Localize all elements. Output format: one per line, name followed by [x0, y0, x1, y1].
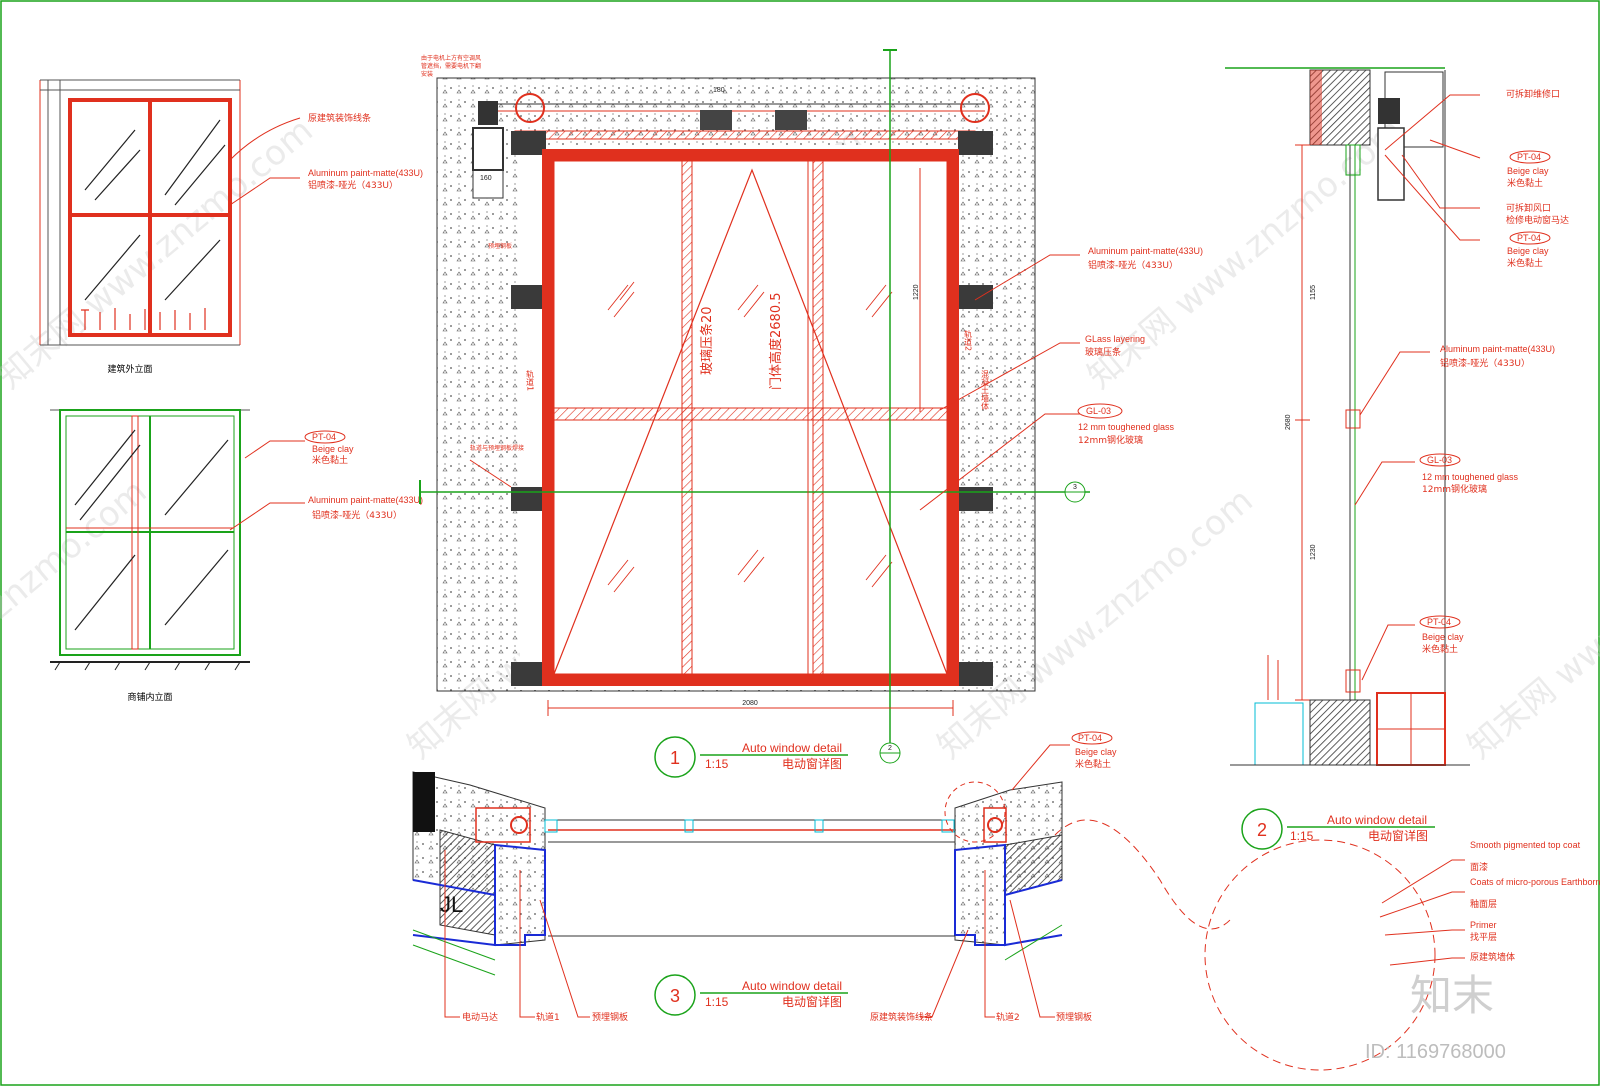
callout-text: Aluminum paint-matte(433U)	[308, 495, 423, 505]
section-mark: 2	[888, 745, 892, 752]
callout-text: 原建筑装饰线条	[308, 112, 371, 124]
rail-label: 轨道2	[964, 329, 973, 351]
callout-text-cn: 米色黏土	[1075, 758, 1111, 770]
detail-title-cn: 电动窗详图	[782, 756, 842, 771]
callout-tag: PT-04	[1517, 233, 1541, 243]
rail-embed-label: 轨道与预埋钢板焊接	[470, 444, 524, 452]
dimension: 1230	[1310, 544, 1317, 560]
callout-text: 可拆卸风口	[1506, 202, 1551, 214]
watermark: 知末网 www.znzmo.com	[1460, 480, 1600, 766]
callout-tag: PT-04	[1517, 152, 1541, 162]
plan-label: 预埋钢板	[592, 1011, 628, 1023]
callout-text-cn: 米色黏土	[312, 454, 348, 466]
callout-text: 12 mm toughened glass	[1078, 422, 1175, 432]
brand-watermark: 知末	[1410, 971, 1494, 1020]
callout-text: Beige clay	[1075, 747, 1117, 757]
layer-label: 原建筑墙体	[1470, 951, 1515, 963]
callout-text: Aluminum paint-matte(433U)	[1088, 246, 1203, 256]
callout-text-cn: 铝喷漆-哑光（433U）	[308, 179, 398, 191]
layer-label-cn: 釉面层	[1470, 898, 1497, 910]
plan-label: 预埋钢板	[1056, 1011, 1092, 1023]
callout-text-cn: 12mm钢化玻璃	[1422, 483, 1487, 495]
wall-label: 混凝土墙体	[981, 370, 990, 411]
note-line: 由于电机上方有空调风	[421, 54, 481, 62]
callout-text-cn: 米色黏土	[1507, 177, 1543, 189]
callout-text-cn: 玻璃压条	[1085, 346, 1121, 358]
dimension: 1155	[1310, 285, 1317, 300]
detail-title-en: Auto window detail	[742, 979, 842, 993]
watermark: znzmo.com	[0, 472, 154, 627]
callout-text: 12 mm toughened glass	[1422, 472, 1519, 482]
note-line: 安装	[421, 70, 433, 78]
callout-text-cn: 铝喷漆-哑光（433U）	[312, 509, 402, 521]
plan-label: 电动马达	[462, 1011, 498, 1023]
elevation-interior-caption: 商铺内立面	[127, 691, 172, 703]
layer-label-cn: 找平层	[1470, 931, 1497, 943]
detail-title-en: Auto window detail	[742, 741, 842, 755]
dimension: 2680	[1285, 414, 1292, 430]
detail-number: 1	[670, 748, 680, 768]
detail-scale: 1:15	[1290, 829, 1314, 843]
image-id: ID: 1169768000	[1365, 1041, 1506, 1063]
callout-text-cn: 米色黏土	[1422, 643, 1458, 655]
detail-1-elevation: 由于电机上方有空调风 管遮挡，需要电机下翻 安装 180 160	[419, 49, 1203, 778]
detail-title-cn: 电动窗详图	[782, 994, 842, 1009]
detail-3-plan: JL PT-04 Beige clay 米色黏土 电动	[412, 731, 1117, 1023]
elevation-interior: 商铺内立面 PT-04 Beige clay 米色黏土 Aluminum pai…	[50, 409, 423, 703]
callout-tag: GL-03	[1427, 455, 1452, 465]
callout-tag: PT-04	[1427, 617, 1451, 627]
callout-text: Beige clay	[1422, 632, 1464, 642]
detail-title-cn: 电动窗详图	[1368, 828, 1428, 843]
dimension: 2080	[742, 700, 758, 707]
layer-label-cn: 面漆	[1470, 861, 1488, 873]
zoom-layer-callouts: Smooth pigmented top coat 面漆 Coats of mi…	[1379, 840, 1600, 966]
vertical-label: 玻璃压条20	[699, 306, 715, 375]
callout-text: Beige clay	[1507, 166, 1549, 176]
fixture-mark: JL	[440, 892, 463, 917]
vertical-label: 门体高度2680.5	[768, 293, 784, 391]
callout-text: 可拆卸维修口	[1506, 88, 1560, 100]
plan-label: 轨道1	[536, 1011, 560, 1023]
elevation-exterior-caption: 建筑外立面	[107, 363, 152, 375]
callout-text-cn: 铝喷漆-哑光（433U）	[1088, 259, 1178, 271]
callout-text: Beige clay	[1507, 246, 1549, 256]
detail-title-en: Auto window detail	[1327, 813, 1427, 827]
callout-tag: GL-03	[1086, 406, 1111, 416]
dimension: 1220	[913, 284, 920, 300]
plan-label: 轨道2	[996, 1011, 1020, 1023]
callout-text: GLass layering	[1085, 334, 1145, 344]
detail-number: 3	[670, 986, 680, 1006]
callout-tag: PT-04	[312, 432, 336, 442]
callout-text-cn: 米色黏土	[1507, 257, 1543, 269]
detail-number: 2	[1257, 820, 1267, 840]
callout-text: Aluminum paint-matte(433U)	[1440, 344, 1555, 354]
elevation-exterior: 建筑外立面 原建筑装饰线条 Aluminum paint-matte(433U)…	[39, 79, 423, 375]
detail-scale: 1:15	[705, 995, 729, 1009]
layer-label: Coats of micro-porous Earthborn wall gla…	[1470, 877, 1600, 887]
embed-label: 预埋钢板	[488, 242, 512, 250]
plan-label: 原建筑装饰线条	[870, 1011, 933, 1023]
callout-text: Aluminum paint-matte(433U)	[308, 168, 423, 178]
dimension: 180	[713, 87, 725, 94]
callout-text-cn: 铝喷漆-哑光（433U）	[1440, 357, 1530, 369]
section-mark: 3	[1073, 484, 1077, 491]
rail-label: 轨道1	[526, 369, 535, 391]
callout-tag: PT-04	[1078, 733, 1102, 743]
callout-text-cn: 12mm钢化玻璃	[1078, 434, 1143, 446]
layer-label: Primer	[1470, 920, 1497, 930]
note-line: 管遮挡，需要电机下翻	[421, 62, 481, 70]
dimension: 160	[480, 175, 492, 182]
layer-label: Smooth pigmented top coat	[1470, 840, 1581, 850]
detail-scale: 1:15	[705, 757, 729, 771]
callout-text-cn: 检修电动窗马达	[1506, 214, 1569, 226]
callout-text: Beige clay	[312, 444, 354, 454]
